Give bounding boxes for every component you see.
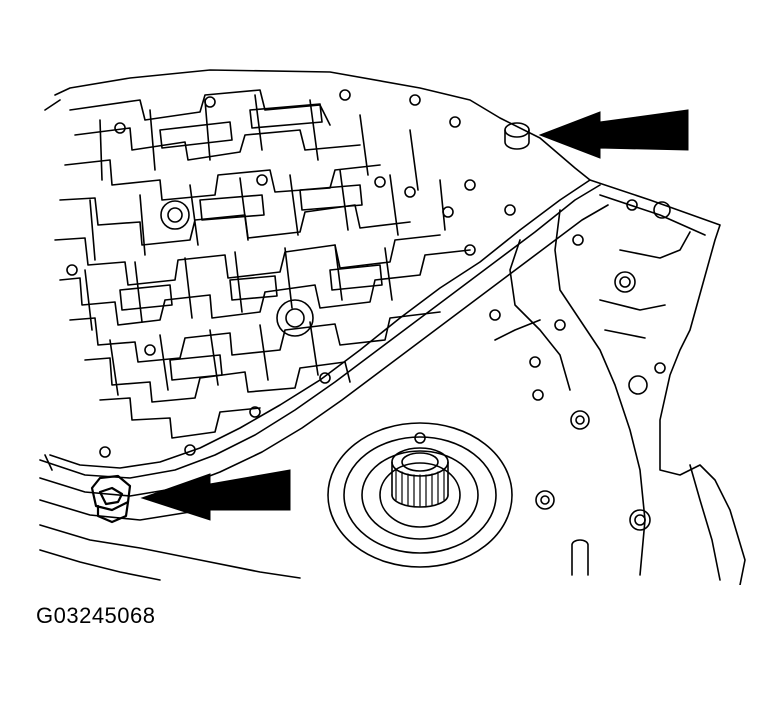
valve-body [44,69,591,471]
output-gear [327,422,513,568]
arrow-upper-right [538,109,689,159]
separator-plate-edge [39,184,609,581]
bolt-lower [90,474,132,524]
technical-illustration [39,69,746,585]
figure-code: G03245068 [36,603,156,628]
arrow-lower-left [140,469,291,521]
transmission-case [319,179,746,585]
bolt-upper [504,122,530,150]
